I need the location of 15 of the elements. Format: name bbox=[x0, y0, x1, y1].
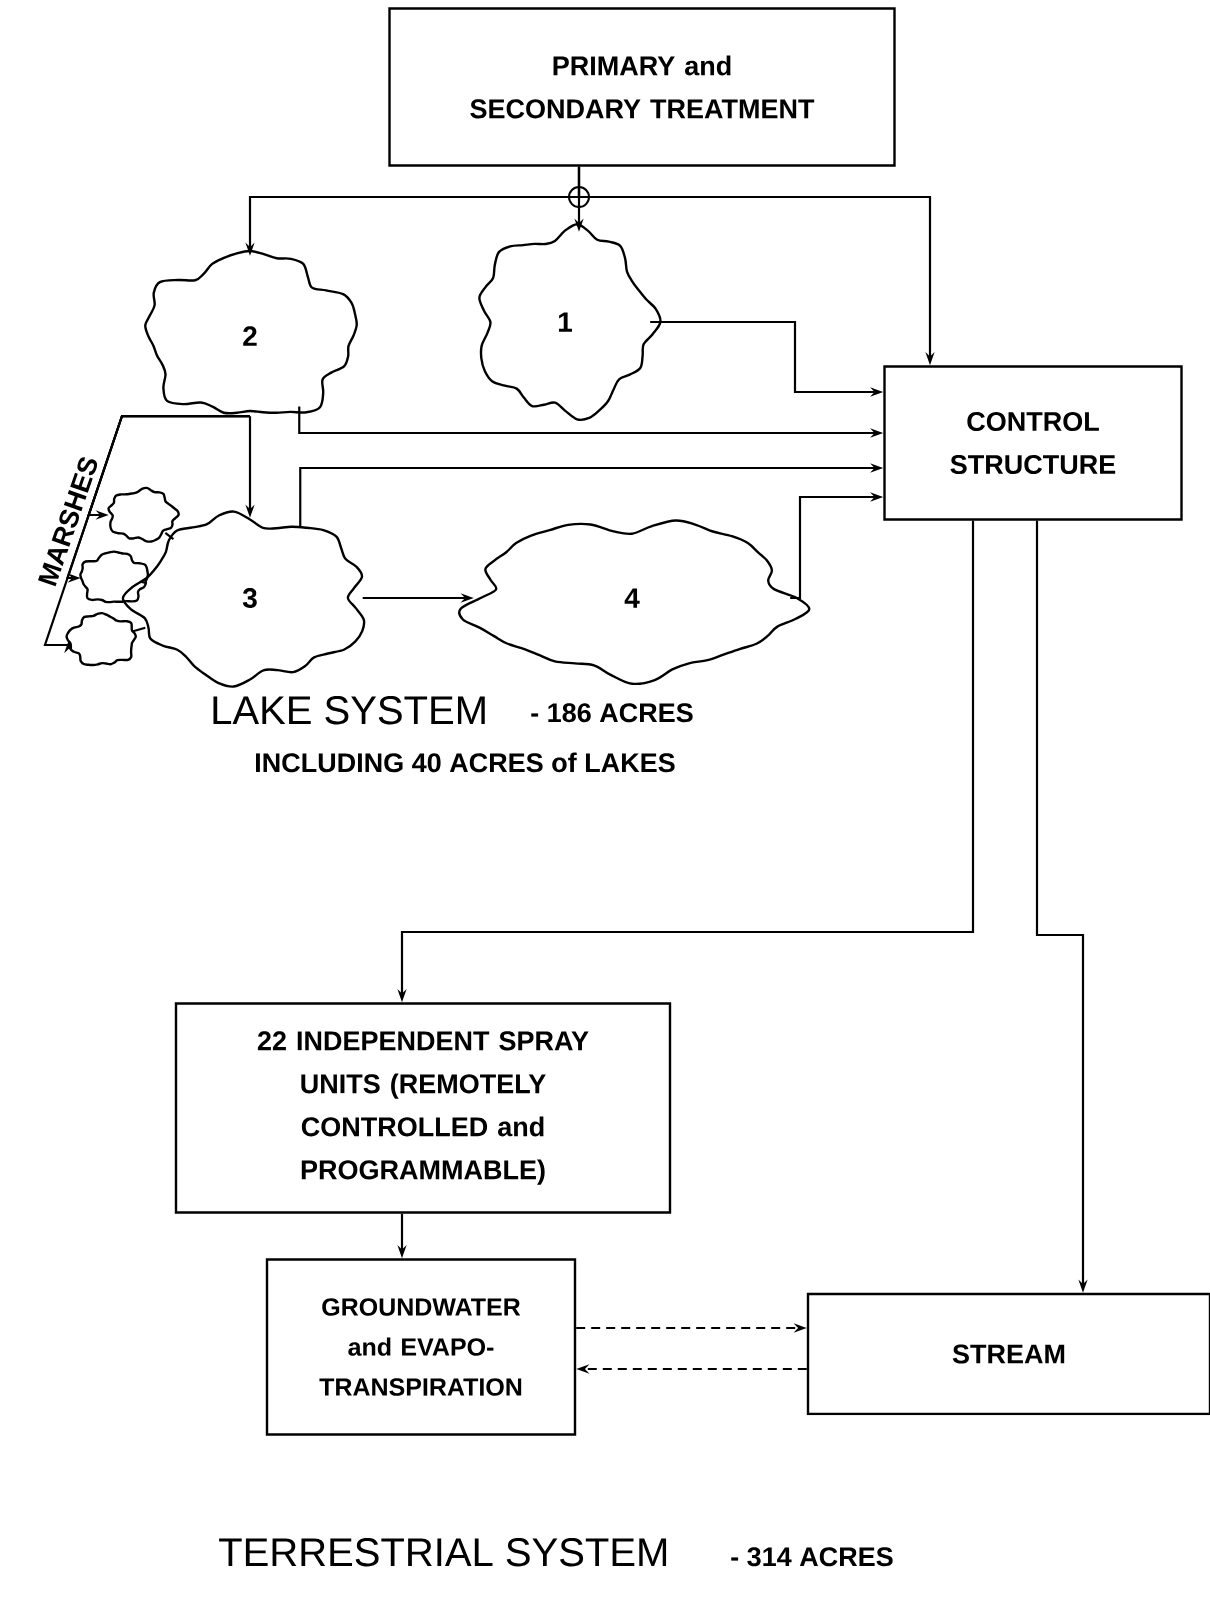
process-box: STREAM bbox=[806, 1292, 1210, 1416]
marsh-shape bbox=[107, 486, 180, 543]
process-box: 22 INDEPENDENT SPRAY UNITS (REMOTELY CONTROLLED and PROGRAMMABLE) bbox=[174, 1002, 672, 1214]
line bbox=[139, 580, 147, 584]
process-box: GROUNDWATER and EVAPO-TRANSPIRATION bbox=[265, 1258, 577, 1436]
process-box: PRIMARY and SECONDARY TREATMENT bbox=[388, 7, 896, 167]
process-box: CONTROL STRUCTURE bbox=[883, 365, 1183, 521]
line bbox=[164, 532, 175, 541]
heading: TERRESTRIAL SYSTEM bbox=[219, 1538, 667, 1567]
marsh-shape bbox=[65, 611, 137, 667]
heading: LAKE SYSTEM bbox=[213, 696, 485, 725]
heading-note: - 314 ACRES bbox=[731, 1547, 893, 1567]
line bbox=[132, 626, 146, 633]
caption: INCLUDING 40 ACRES of LAKES bbox=[256, 752, 675, 773]
arrow bbox=[43, 414, 250, 654]
